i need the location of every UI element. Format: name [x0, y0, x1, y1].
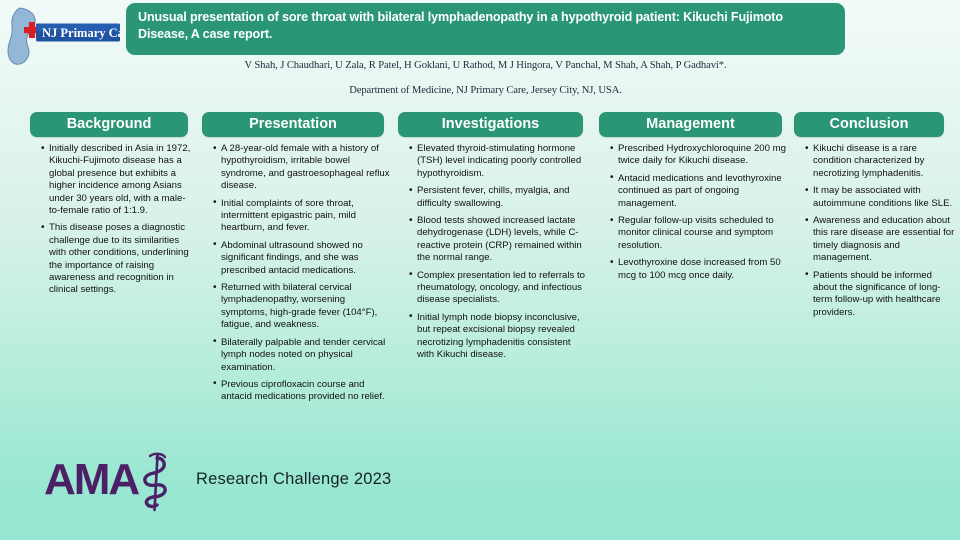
column-investigations: Investigations Elevated thyroid-stimulat… [398, 112, 585, 367]
list-item: Initial lymph node biopsy inconclusive, … [409, 311, 589, 362]
logo-banner-gloss [36, 23, 120, 32]
caduceus-icon [143, 452, 167, 512]
bullet-list-background: Initially described in Asia in 1972, Kik… [30, 142, 193, 297]
nj-primary-care-logo-graphic: NJ Primary Care [7, 7, 122, 65]
list-item: Kikuchi disease is a rare condition char… [805, 142, 955, 180]
section-header-conclusion: Conclusion [794, 112, 944, 137]
ama-logo-text: AMA [44, 455, 139, 504]
list-item: A 28-year-old female with a history of h… [213, 143, 391, 193]
list-item: Prescribed Hydroxychloroquine 200 mg twi… [610, 143, 788, 168]
section-header-presentation: Presentation [202, 112, 384, 137]
bullet-list-management: Prescribed Hydroxychloroquine 200 mg twi… [599, 143, 788, 282]
list-item: Elevated thyroid-stimulating hormone (TS… [409, 142, 589, 180]
list-item: Persistent fever, chills, myalgia, and d… [409, 185, 589, 210]
list-item: Blood tests showed increased lactate deh… [409, 215, 589, 265]
section-header-investigations: Investigations [398, 112, 583, 137]
authors-line: V Shah, J Chaudhari, U Zala, R Patel, H … [244, 60, 727, 71]
logo-text: NJ Primary Care [42, 26, 122, 40]
footer-logo: AMA Research Challenge 2023 [44, 452, 404, 514]
column-presentation: Presentation A 28-year-old female with a… [202, 112, 390, 409]
cross-icon-bar-v [28, 22, 36, 38]
affiliation-line: Department of Medicine, NJ Primary Care,… [349, 85, 622, 96]
bullet-list-investigations: Elevated thyroid-stimulating hormone (TS… [398, 142, 589, 362]
list-item: Awareness and education about this rare … [805, 215, 955, 265]
list-item: This disease poses a diagnostic challeng… [41, 222, 193, 296]
column-background: Background Initially described in Asia i… [30, 112, 190, 302]
ama-logo-icon: AMA [44, 452, 167, 512]
list-item: Returned with bilateral cervical lymphad… [213, 282, 391, 332]
section-header-background: Background [30, 112, 188, 137]
bullet-list-presentation: A 28-year-old female with a history of h… [202, 143, 391, 404]
research-challenge-label: Research Challenge 2023 [196, 470, 392, 488]
column-conclusion: Conclusion Kikuchi disease is a rare con… [794, 112, 954, 324]
page-title: Unusual presentation of sore throat with… [138, 10, 783, 41]
list-item: Patients should be informed about the si… [805, 269, 955, 320]
list-item: Complex presentation led to referrals to… [409, 269, 589, 307]
poster-title-bar: Unusual presentation of sore throat with… [126, 3, 845, 55]
list-item: Abdominal ultrasound showed no significa… [213, 239, 391, 277]
bullet-list-conclusion: Kikuchi disease is a rare condition char… [794, 142, 955, 320]
list-item: Bilaterally palpable and tender cervical… [213, 336, 391, 374]
list-item: Regular follow-up visits scheduled to mo… [610, 215, 788, 252]
list-item: It may be associated with autoimmune con… [805, 185, 955, 210]
nj-primary-care-logo: NJ Primary Care [4, 6, 122, 68]
list-item: Initial complaints of sore throat, inter… [213, 197, 391, 235]
section-header-management: Management [599, 112, 782, 137]
poster-header: NJ Primary Care Unusual presentation of … [0, 0, 960, 108]
column-management: Management Prescribed Hydroxychloroquine… [599, 112, 786, 287]
list-item: Levothyroxine dose increased from 50 mcg… [610, 257, 788, 282]
list-item: Previous ciprofloxacin course and antaci… [213, 378, 391, 404]
list-item: Antacid medications and levothyroxine co… [610, 172, 788, 210]
list-item: Initially described in Asia in 1972, Kik… [41, 142, 193, 217]
